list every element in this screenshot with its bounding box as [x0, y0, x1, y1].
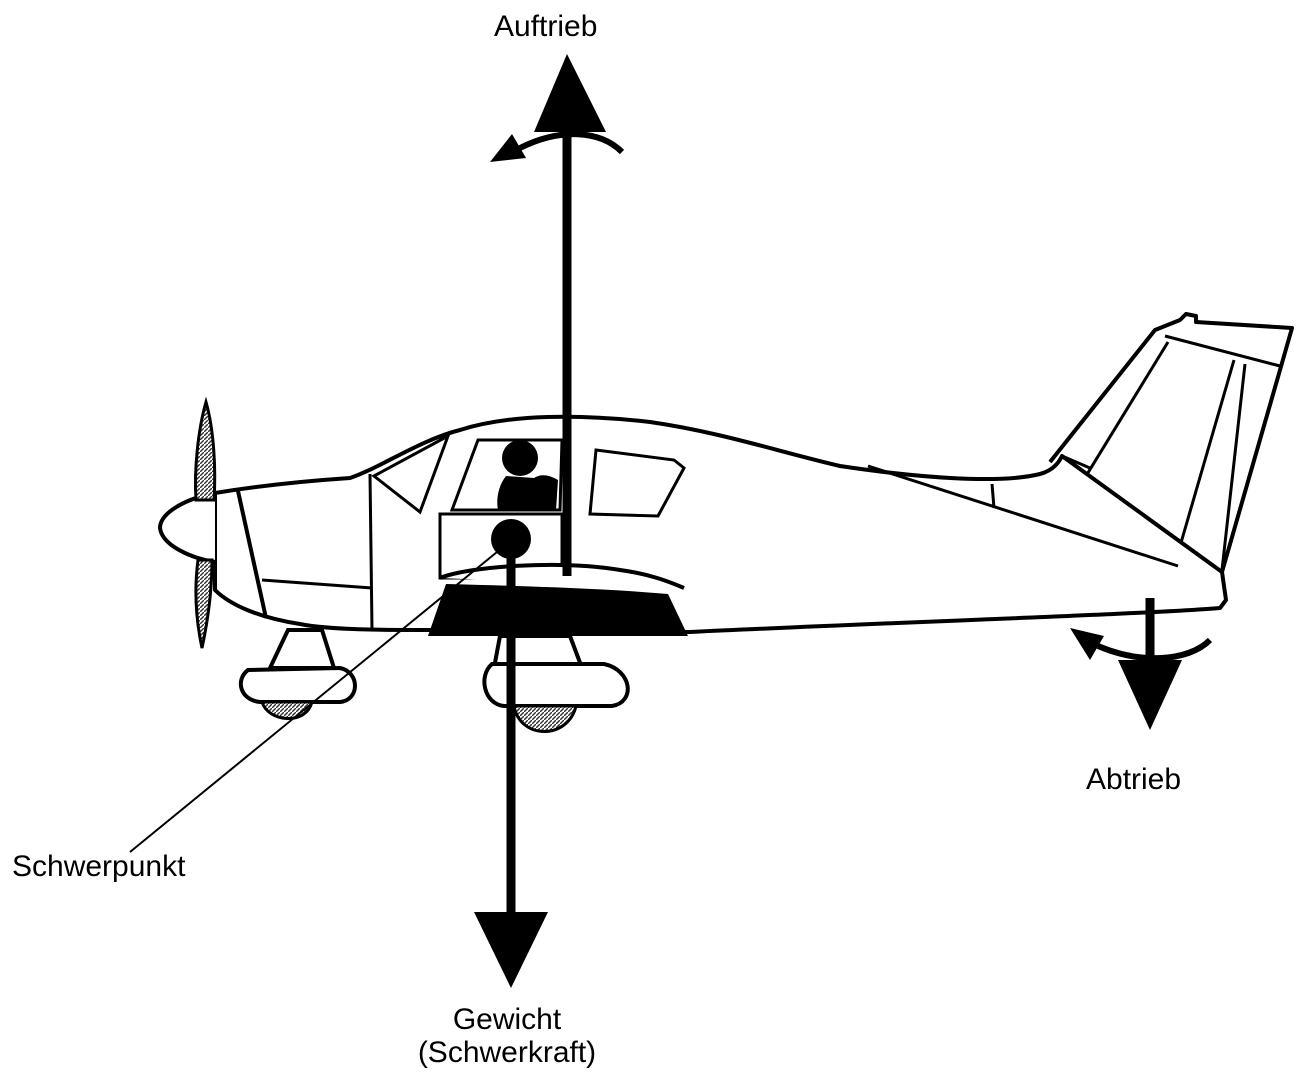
downforce-label: Abtrieb: [1086, 763, 1182, 796]
main-wheel: [512, 704, 578, 733]
windshield: [371, 432, 451, 515]
main-gear-fairing: [482, 662, 630, 708]
vertical-tail-fin: [1048, 312, 1294, 573]
weight-label-line2: (Schwerkraft): [417, 1036, 597, 1069]
pilot-head: [502, 440, 538, 476]
wing-top: [439, 562, 685, 590]
pitch-rotation-arc-tail: [1096, 637, 1213, 662]
weight-label: Gewicht (Schwerkraft): [390, 1003, 624, 1069]
weight-label-line1: Gewicht: [452, 1003, 562, 1036]
downforce-arrowhead: [1118, 660, 1182, 730]
propeller-upper-blade: [194, 396, 217, 502]
rear-window: [588, 448, 686, 518]
center-of-gravity-label: Schwerpunkt: [12, 850, 186, 883]
weight-arrowhead: [474, 912, 548, 988]
wing-underside: [428, 584, 688, 636]
firewall-line: [368, 473, 374, 631]
pitch-rotation-arrowhead-tail: [1070, 628, 1104, 660]
cowling-line-2: [261, 578, 373, 590]
rudder-hinge-2: [1174, 359, 1236, 561]
propeller-spinner: [157, 491, 216, 564]
propeller-lower-blade: [194, 558, 214, 649]
aileron-line: [990, 483, 996, 509]
pitch-rotation-arrowhead-top: [490, 134, 526, 162]
center-of-gravity-marker: [491, 519, 531, 559]
fin-spar: [1164, 334, 1281, 368]
rudder-hinge-3: [1220, 363, 1247, 571]
lift-arrowhead: [534, 54, 606, 132]
pilot-body: [497, 475, 558, 510]
nose-gear-strut: [266, 628, 337, 670]
nose-gear-fairing: [238, 665, 357, 704]
lift-label: Auftrieb: [494, 10, 598, 43]
center-of-gravity-leader-line: [129, 551, 498, 853]
wing-trailing-edge: [867, 464, 1179, 568]
pitch-rotation-arc-top: [518, 131, 625, 155]
cowling-line-1: [236, 490, 268, 619]
